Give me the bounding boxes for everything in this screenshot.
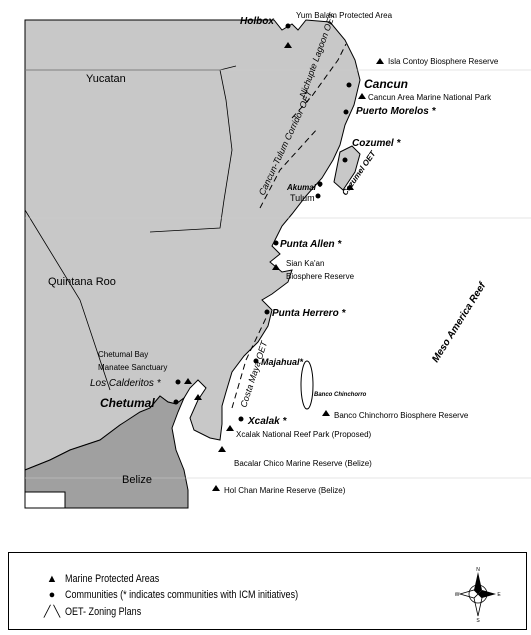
oet-boundary <box>259 127 319 209</box>
dashed-line-icon: ╱ ╲ <box>43 606 61 618</box>
reef-name-label: Banco Chinchorro <box>314 392 367 398</box>
triangle-icon <box>322 410 330 416</box>
cozumel-island <box>333 145 361 191</box>
triangle-icon: ▲ <box>46 573 58 585</box>
dot-icon <box>175 379 181 385</box>
state-boundary <box>149 69 233 233</box>
legend-label: OET- Zoning Plans <box>65 605 142 618</box>
triangle-icon <box>226 425 234 431</box>
community-markers <box>173 23 352 422</box>
protected-area-label: Banco Chinchorro Biosphere Reserve <box>334 411 469 420</box>
dot-icon: ● <box>48 589 56 601</box>
community-label: Punta Allen * <box>280 239 342 250</box>
region-label: Yucatan <box>86 73 126 85</box>
oet-boundary <box>231 317 267 409</box>
protected-area-label: Manatee Sanctuary <box>98 363 167 372</box>
legend-row-protected: ▲ Marine Protected Areas <box>39 573 180 585</box>
legend-row-communities: ● Communities (* indicates communities w… <box>39 589 349 601</box>
community-label: Punta Herrero * <box>272 308 346 319</box>
protected-area-label: Biosphere Reserve <box>286 272 355 281</box>
compass-n: N <box>476 567 480 573</box>
dot-icon <box>317 181 323 187</box>
community-label: Holbox <box>240 16 274 27</box>
triangle-icon <box>184 378 192 384</box>
compass-rose-icon: N S W E <box>455 567 501 622</box>
community-label: Cancun <box>364 77 408 91</box>
protected-area-label: Cancun Area Marine National Park <box>368 93 492 102</box>
dot-icon <box>253 358 259 364</box>
protected-area-label: Sian Ka'an <box>286 259 324 268</box>
protected-area-label: Xcalak National Reef Park (Proposed) <box>236 430 372 439</box>
dot-icon <box>315 193 321 199</box>
protected-area-label: Hol Chan Marine Reserve (Belize) <box>224 486 346 495</box>
legend-label: Communities (* indicates communities wit… <box>65 589 299 601</box>
belize-region <box>24 395 189 509</box>
inset-box <box>24 491 66 509</box>
dot-icon <box>346 82 352 88</box>
triangle-icon <box>218 446 226 452</box>
reef-label: Meso America Reef <box>430 279 489 364</box>
triangle-icon <box>194 394 202 400</box>
dot-icon <box>343 109 349 115</box>
map: Yucatan Quintana Roo Belize Meso America… <box>24 10 531 509</box>
triangle-icon <box>212 485 220 491</box>
community-label: Xcalak * <box>247 416 287 427</box>
protected-area-label: Isla Contoy Biosphere Reserve <box>388 57 499 66</box>
community-label: Akumal * <box>286 183 322 192</box>
dot-icon <box>273 240 279 246</box>
triangle-icon <box>272 264 280 270</box>
community-label: Cozumel * <box>352 138 401 149</box>
compass-e: E <box>497 592 501 598</box>
protected-area-label: Yum Balam Protected Area <box>296 11 393 20</box>
protected-area-label: Bacalar Chico Marine Reserve (Belize) <box>234 459 372 468</box>
dot-icon <box>342 157 348 163</box>
legend: ▲ Marine Protected Areas ● Communities (… <box>8 552 527 630</box>
dot-icon <box>173 399 179 405</box>
triangle-icon <box>284 42 292 48</box>
oet-boundary <box>291 43 347 119</box>
community-label: Majahual* <box>261 357 304 367</box>
community-label: Los Calderitos * <box>90 378 162 389</box>
region-label: Belize <box>122 474 152 486</box>
compass-w: W <box>455 592 460 598</box>
community-label: Chetumal <box>100 396 155 410</box>
dot-icon <box>264 309 270 315</box>
legend-label: Marine Protected Areas <box>65 573 160 585</box>
dot-icon <box>238 416 244 422</box>
region-label: Quintana Roo <box>48 276 116 288</box>
community-label: Tulum <box>290 193 315 203</box>
triangle-icon <box>346 184 354 190</box>
protected-area-markers <box>184 42 384 491</box>
community-label: Puerto Morelos * <box>356 106 437 117</box>
compass-s: S <box>476 618 480 622</box>
protected-area-label: Chetumal Bay <box>98 350 148 359</box>
triangle-icon <box>376 58 384 64</box>
triangle-icon <box>358 93 366 99</box>
dot-icon <box>285 23 291 29</box>
state-boundary <box>24 209 111 391</box>
banco-chinchorro-reef <box>300 360 314 410</box>
legend-row-oet: ╱ ╲ OET- Zoning Plans <box>39 605 158 619</box>
